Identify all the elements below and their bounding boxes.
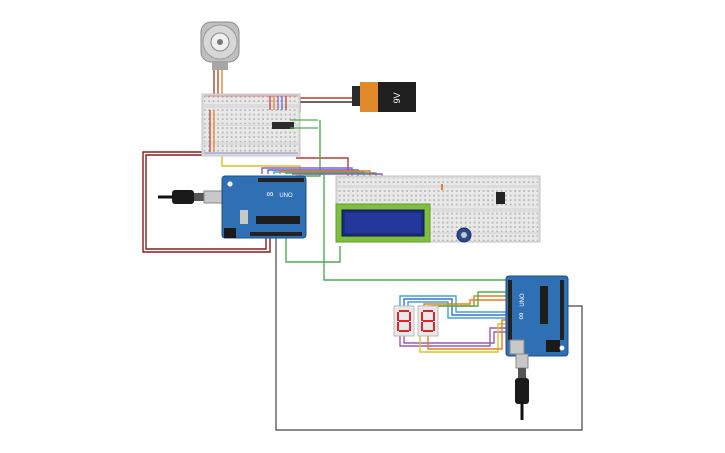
sensor-icon[interactable]	[496, 192, 505, 204]
wire-battery-red[interactable]	[299, 97, 356, 112]
wire-seg-orange[interactable]	[423, 299, 508, 306]
potentiometer-icon	[456, 227, 472, 243]
lcd-display[interactable]	[335, 203, 431, 243]
arduino-secondary-brand: UNO	[520, 293, 526, 307]
seven-segment-right[interactable]	[417, 305, 439, 337]
wire-seg-purple-1[interactable]	[399, 327, 508, 347]
wire-darkred-loop[interactable]	[142, 151, 271, 253]
usb-cable-icon[interactable]	[158, 190, 225, 204]
wire-seg-cyan-3[interactable]	[407, 301, 508, 319]
arduino-brand: UNO	[279, 193, 293, 199]
wire-seg-green[interactable]	[432, 291, 508, 307]
breadboard-top[interactable]	[201, 93, 318, 157]
wire-seg-cyan-1[interactable]	[399, 295, 508, 313]
arduino-main[interactable]: ∞ UNO	[158, 175, 307, 239]
wire-darkred-loop-2[interactable]	[145, 154, 267, 250]
arduino-logo: ∞	[266, 189, 273, 200]
usb-cable-icon[interactable]	[515, 353, 529, 420]
wire-seg-orange-3[interactable]	[427, 319, 508, 350]
seven-segment-left[interactable]	[393, 305, 415, 337]
potentiometer[interactable]	[456, 227, 472, 243]
wire-battery-black[interactable]	[295, 101, 356, 112]
battery-label: 9V	[392, 92, 402, 103]
wire-black-ground[interactable]	[275, 238, 583, 431]
battery-9v[interactable]: 9V	[352, 82, 416, 112]
wire-seg-cyan-2[interactable]	[403, 298, 508, 316]
servo-motor[interactable]	[200, 21, 240, 96]
driver-chip[interactable]	[272, 122, 294, 129]
arduino-secondary[interactable]: ∞ UNO	[505, 275, 569, 420]
wire-green-long[interactable]	[285, 238, 341, 263]
motor-icon	[200, 21, 240, 70]
arduino-secondary-logo: ∞	[516, 312, 527, 319]
